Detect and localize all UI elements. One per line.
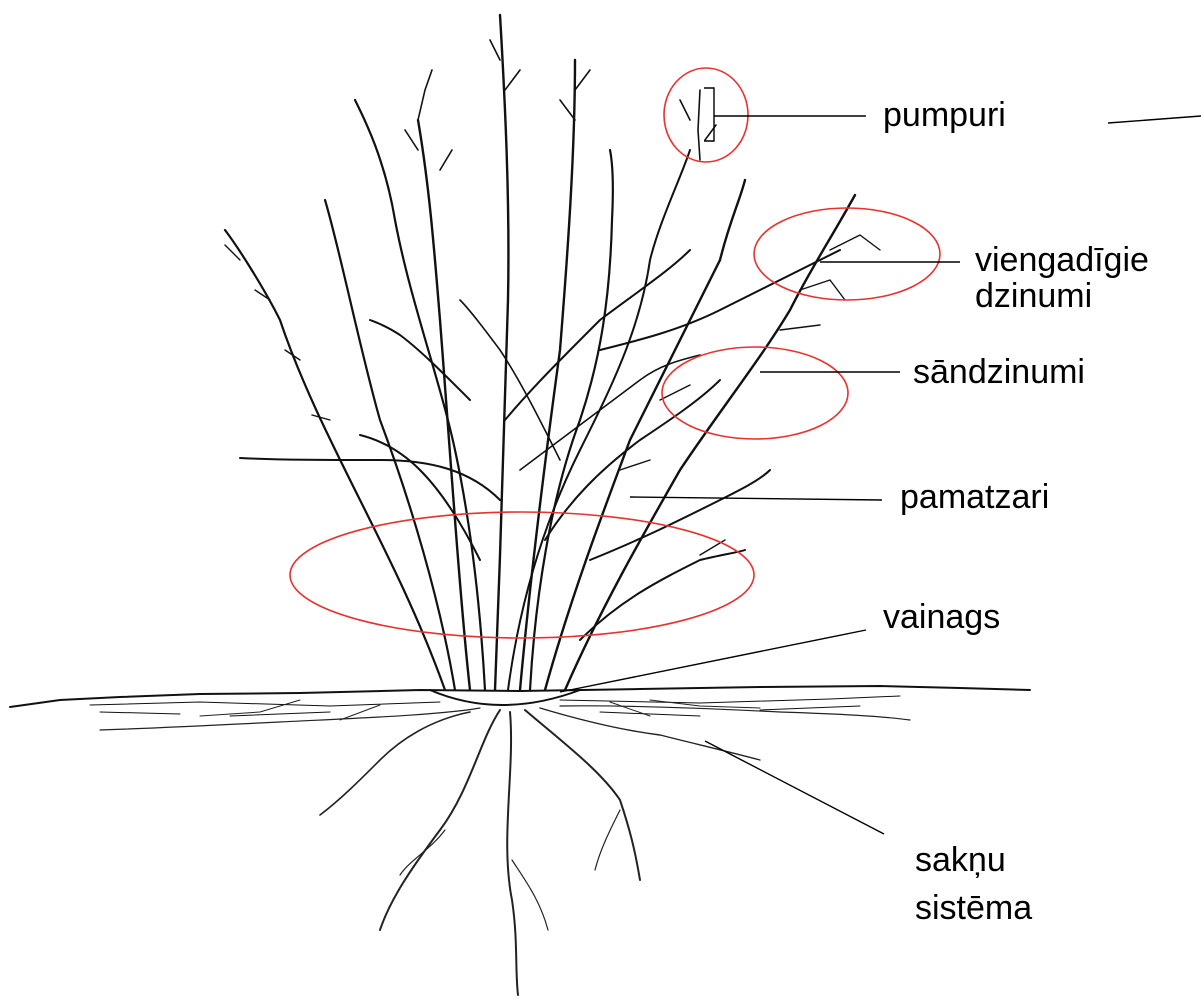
highlight-vainags — [290, 512, 754, 638]
highlight-sandzinumi — [662, 347, 848, 439]
label-saknu-line1: sakņu — [915, 840, 1006, 880]
highlight-viengadigie — [754, 208, 940, 300]
highlight-pumpuri — [664, 68, 748, 162]
label-viengadigie-line1: viengadīgie — [975, 240, 1149, 280]
label-viengadigie-line2: dzinumi — [975, 276, 1092, 316]
vainags-leader — [560, 630, 866, 692]
label-saknu-line2: sistēma — [915, 888, 1032, 928]
pumpuri-bracket — [704, 88, 714, 141]
corner-stroke — [1108, 116, 1201, 123]
label-pamatzari: pamatzari — [900, 477, 1049, 517]
saknu-leader — [705, 741, 884, 834]
root-system — [100, 700, 910, 995]
label-sandzinumi: sāndzinumi — [913, 352, 1085, 392]
label-vainags: vainags — [883, 597, 1000, 637]
pamatzari-leader — [630, 497, 882, 500]
leader-lines — [560, 88, 1201, 834]
highlight-circles — [290, 68, 940, 638]
label-pumpuri: pumpuri — [883, 95, 1006, 135]
crown-base — [430, 690, 580, 705]
